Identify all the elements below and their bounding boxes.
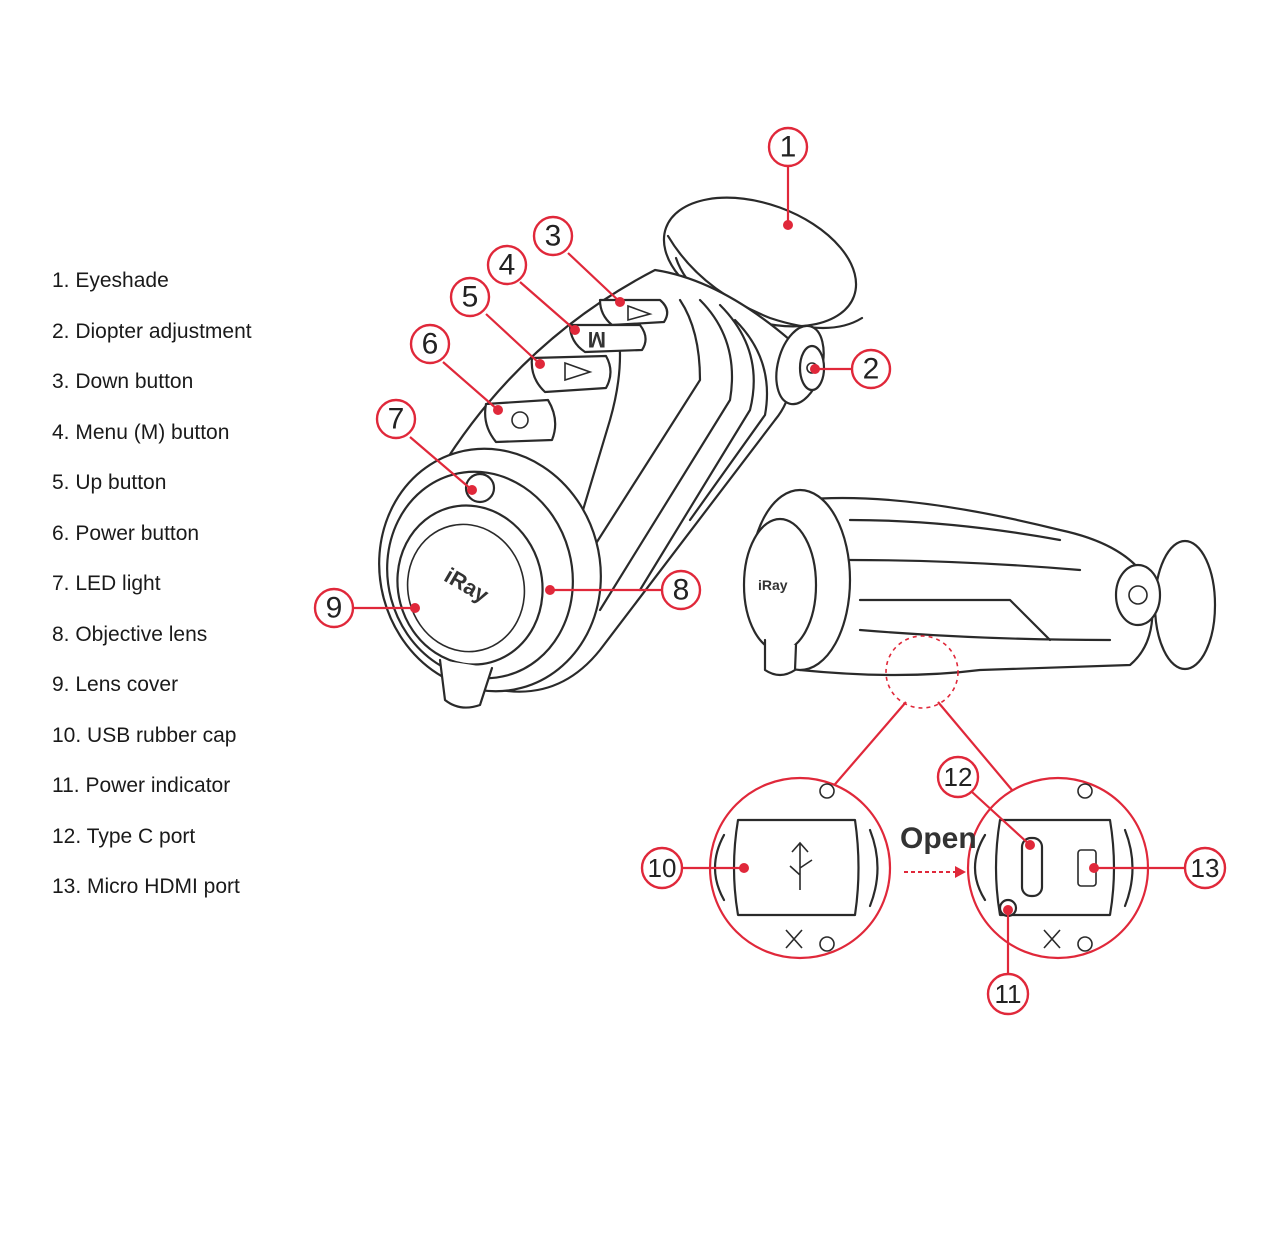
svg-text:9: 9	[326, 592, 343, 625]
parts-legend: 1. Eyeshade 2. Diopter adjustment 3. Dow…	[52, 262, 252, 919]
type-c-port-shape	[1020, 836, 1044, 898]
svg-text:7: 7	[388, 403, 405, 436]
side-brand-text: iRay	[758, 577, 788, 593]
callout-8: 8	[660, 569, 702, 611]
up-button-shape	[530, 354, 612, 394]
callout-7: 7	[375, 398, 417, 440]
svg-text:4: 4	[499, 249, 516, 282]
callout-10: 10	[640, 846, 684, 890]
lens-cover-shape	[396, 504, 544, 666]
callout-1: 1	[767, 126, 809, 168]
down-arrow-icon	[627, 304, 653, 322]
lens-cover-tab	[438, 658, 494, 709]
menu-m-glyph: M	[588, 327, 606, 352]
usb-rubber-cap-shape	[732, 818, 860, 917]
led-light-shape	[464, 472, 496, 504]
legend-item-usb-rubber-cap: 10. USB rubber cap	[52, 723, 237, 747]
monocular-side-view: iRay	[742, 488, 1217, 709]
port-zoom-marker	[885, 635, 959, 709]
legend-item-power-button: 6. Power button	[52, 521, 200, 545]
open-arrow-head	[955, 866, 966, 878]
monocular-main-view: M iRay	[378, 196, 864, 709]
power-icon	[511, 411, 529, 429]
side-eyeshade	[1153, 539, 1217, 671]
svg-text:6: 6	[422, 328, 439, 361]
menu-button-shape	[568, 323, 647, 354]
legend-item-diopter-adjustment: 2. Diopter adjustment	[52, 319, 252, 343]
leader-dots	[410, 220, 1099, 915]
usb-icon	[789, 841, 813, 890]
callout-3: 3	[532, 215, 574, 257]
legend-item-type-c-port: 12. Type C port	[52, 824, 196, 848]
svg-text:13: 13	[1191, 853, 1220, 883]
svg-text:5: 5	[462, 281, 479, 314]
legend-item-lens-cover: 9. Lens cover	[52, 673, 179, 696]
open-label: Open	[900, 822, 977, 855]
port-detail-closed	[708, 776, 892, 960]
legend-item-power-indicator: 11. Power indicator	[52, 774, 231, 797]
weee-bin-icon-open	[1043, 929, 1061, 949]
callout-13: 13	[1183, 846, 1227, 890]
legend-item-up-button: 5. Up button	[52, 471, 167, 494]
callout-5: 5	[449, 276, 491, 318]
legend-item-down-button: 3. Down button	[52, 370, 194, 393]
callout-12: 12	[936, 755, 980, 799]
down-button-shape	[598, 298, 669, 327]
legend-item-objective-lens: 8. Objective lens	[52, 622, 208, 646]
callout-9: 9	[313, 587, 355, 629]
callout-2: 2	[850, 348, 892, 390]
up-arrow-icon	[564, 361, 593, 382]
legend-item-micro-hdmi-port: 13. Micro HDMI port	[52, 875, 240, 898]
callout-4: 4	[486, 244, 528, 286]
svg-text:1: 1	[780, 131, 797, 164]
leader-lines	[353, 166, 1186, 975]
svg-text:2: 2	[863, 353, 880, 386]
legend-item-eyeshade: 1. Eyeshade	[52, 269, 169, 292]
legend-item-led-light: 7. LED light	[52, 572, 161, 595]
weee-bin-icon	[785, 929, 803, 949]
callout-11: 11	[986, 972, 1030, 1016]
callout-6: 6	[409, 323, 451, 365]
legend-item-menu-button: 4. Menu (M) button	[52, 420, 230, 444]
svg-text:3: 3	[545, 220, 562, 253]
svg-text:10: 10	[648, 853, 677, 883]
side-diopter-knob	[1114, 563, 1162, 627]
objective-illustration: iRay	[378, 447, 602, 709]
port-detail-open	[966, 776, 1150, 960]
svg-text:11: 11	[995, 979, 1022, 1009]
svg-text:8: 8	[673, 574, 690, 607]
svg-text:12: 12	[944, 762, 973, 792]
